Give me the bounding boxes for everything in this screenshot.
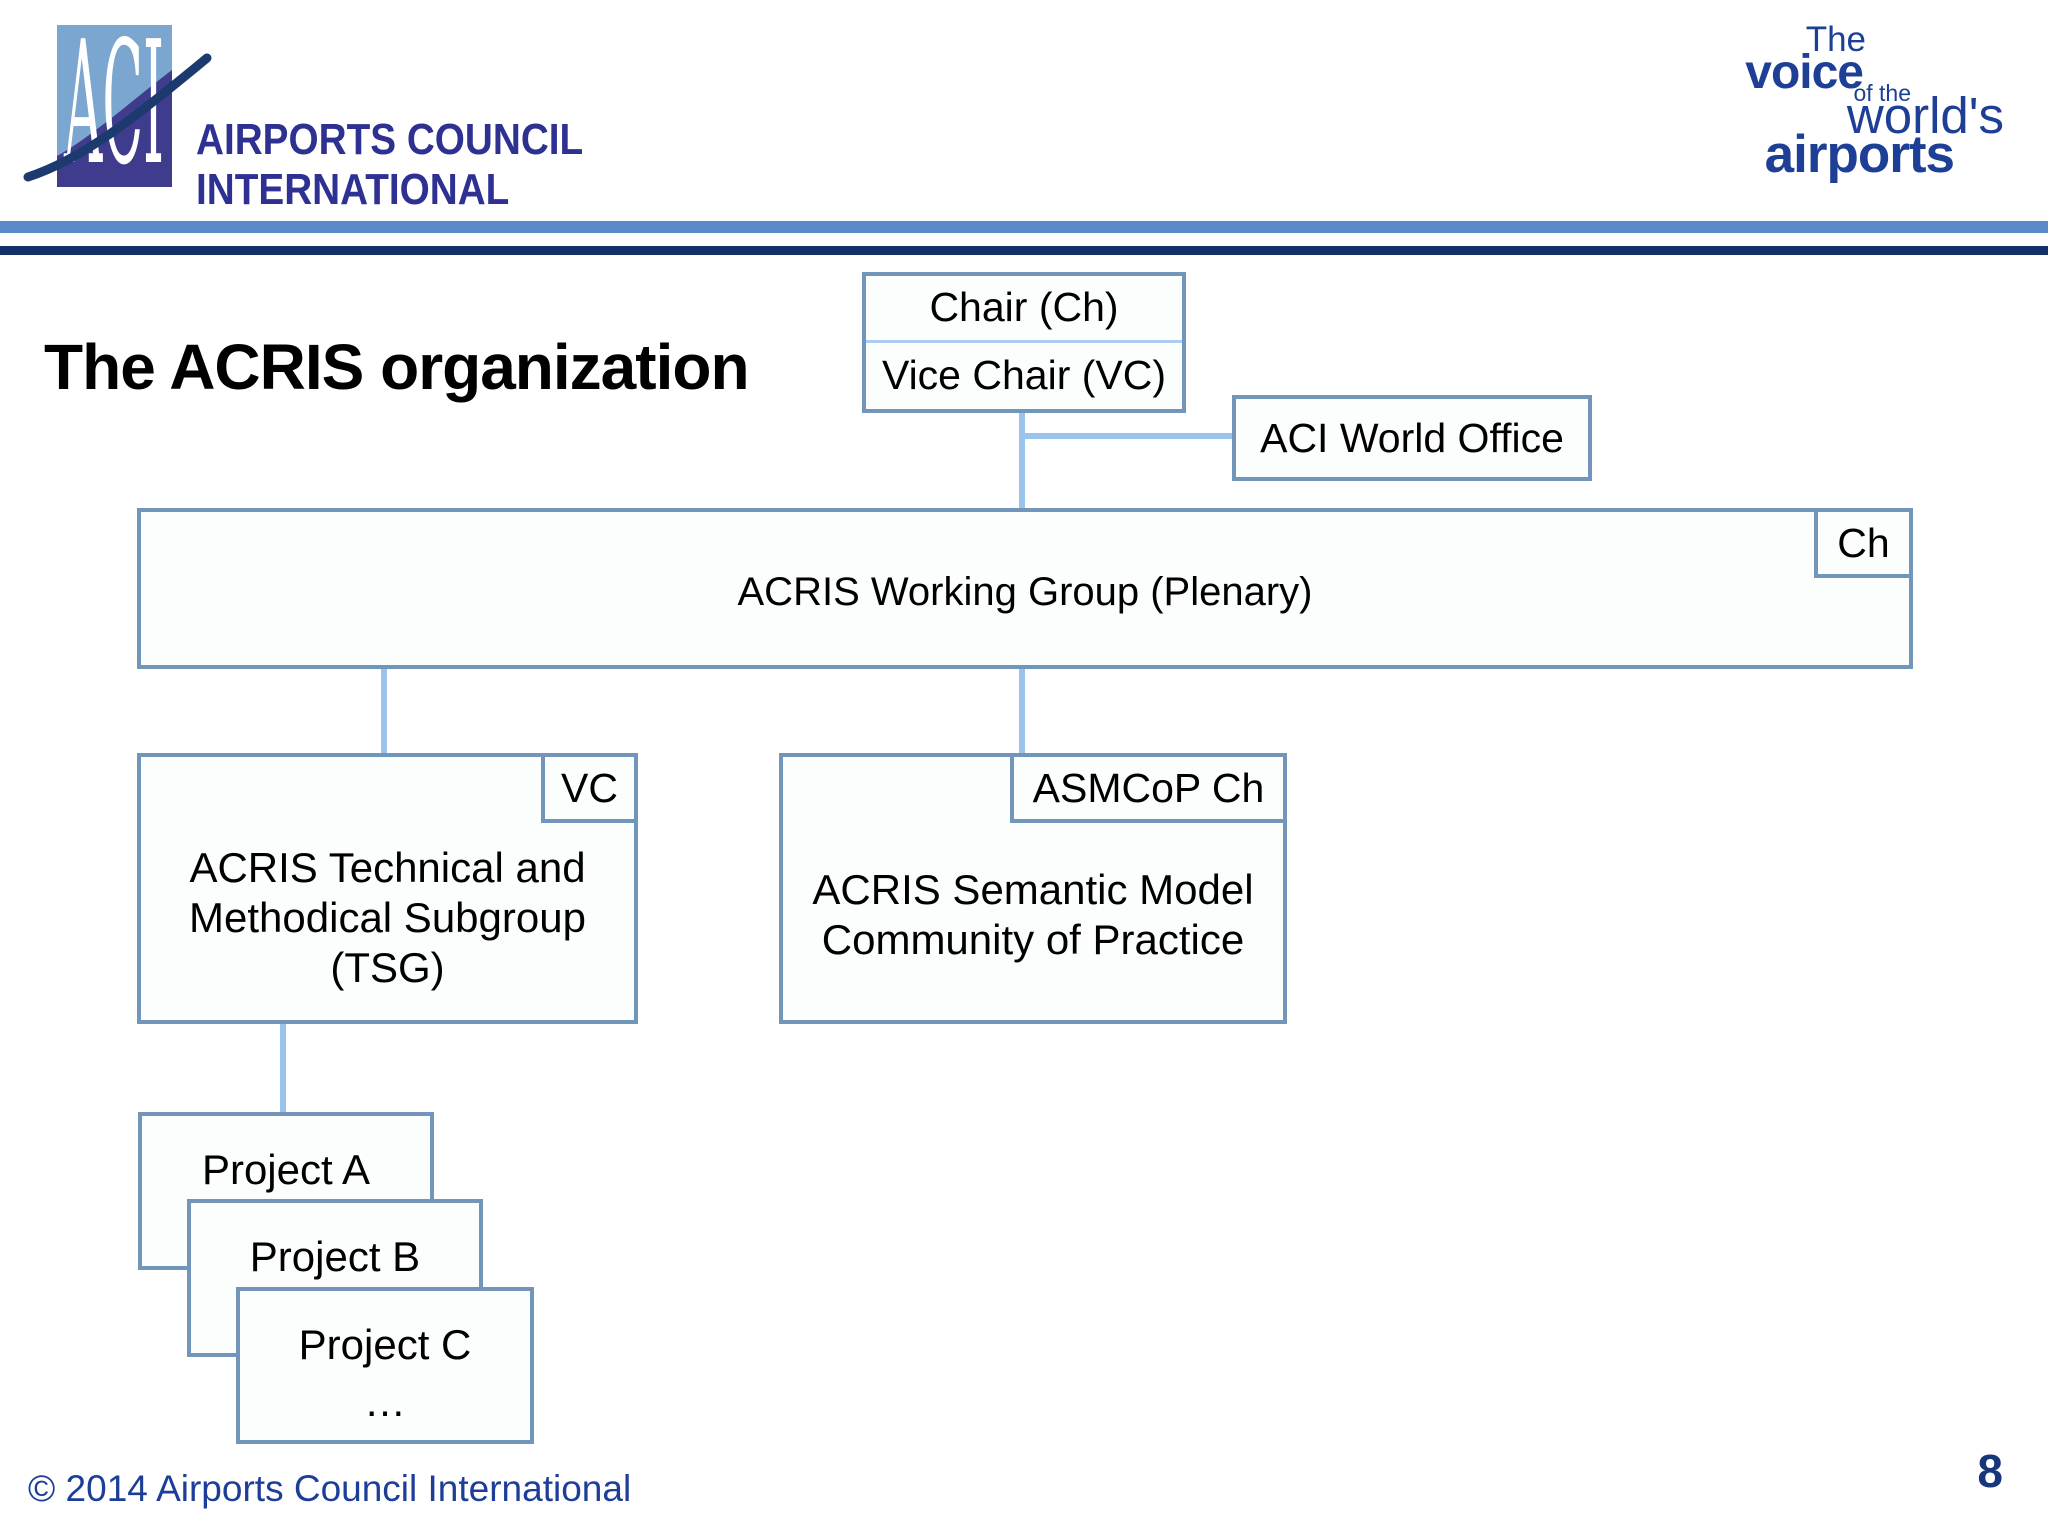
aci-logo-swoosh-icon xyxy=(23,53,212,182)
header-separator-light-bar xyxy=(0,221,2048,233)
tagline-voice: voice xyxy=(1745,46,1864,99)
working-group-label: ACRIS Working Group (Plenary) xyxy=(737,570,1313,614)
connector-working-group-to-asmcop xyxy=(1019,666,1025,755)
tsg-vice-chair-badge: VC xyxy=(541,753,638,823)
tsg-label-line1: ACRIS Technical and xyxy=(189,844,586,891)
working-group-chair-badge: Ch xyxy=(1814,508,1913,578)
vice-chair-row: Vice Chair (VC) xyxy=(866,339,1182,409)
tagline-logo: The voice of the world's airports xyxy=(1628,0,2048,210)
page-title: The ACRIS organization xyxy=(44,331,750,403)
connector-chair-to-working-group xyxy=(1019,411,1025,510)
tsg-label-line3: (TSG) xyxy=(330,944,445,991)
chair-row: Chair (Ch) xyxy=(929,284,1119,331)
project-c-label: Project C xyxy=(298,1321,472,1368)
aci-logo: ACI xyxy=(23,10,212,203)
tsg-box: ACRIS Technical and Methodical Subgroup … xyxy=(137,753,638,1024)
aci-logo-wordmark: AIRPORTS COUNCIL INTERNATIONAL xyxy=(196,118,583,212)
asmcop-label-line2: Community of Practice xyxy=(821,916,1245,963)
connector-tsg-to-projects xyxy=(280,1021,286,1114)
aci-logo-wordmark-line1: AIRPORTS COUNCIL xyxy=(196,115,584,164)
tagline-airports: airports xyxy=(1764,125,1955,184)
project-c-box: Project C … xyxy=(236,1287,534,1444)
project-b-label: Project B xyxy=(249,1233,421,1280)
tagline-the: The xyxy=(1805,20,1866,59)
project-c-ellipsis: … xyxy=(364,1378,406,1425)
asmcop-label-line1: ACRIS Semantic Model xyxy=(812,866,1254,913)
header-separator-navy-bar xyxy=(0,246,2048,255)
tsg-label-line2: Methodical Subgroup xyxy=(189,894,586,941)
chair-box: Chair (Ch) Vice Chair (VC) xyxy=(862,272,1186,413)
connector-working-group-to-tsg xyxy=(381,666,387,755)
tsg-label: ACRIS Technical and Methodical Subgroup … xyxy=(141,843,634,993)
asmcop-label: ACRIS Semantic Model Community of Practi… xyxy=(783,865,1283,965)
footer-copyright: © 2014 Airports Council International xyxy=(28,1468,632,1509)
asmcop-chair-badge: ASMCoP Ch xyxy=(1010,753,1287,823)
tagline-worlds: world's xyxy=(1846,87,2004,144)
aci-logo-wordmark-line2: INTERNATIONAL xyxy=(196,165,510,214)
connector-to-aci-world-office xyxy=(1022,433,1234,439)
aci-world-office-box: ACI World Office xyxy=(1232,395,1592,481)
tagline-of-the: of the xyxy=(1853,80,1911,106)
project-a-label: Project A xyxy=(201,1146,371,1193)
working-group-box: ACRIS Working Group (Plenary) Ch xyxy=(137,508,1913,669)
page-number: 8 xyxy=(1977,1445,2003,1497)
asmcop-box: ACRIS Semantic Model Community of Practi… xyxy=(779,753,1287,1024)
